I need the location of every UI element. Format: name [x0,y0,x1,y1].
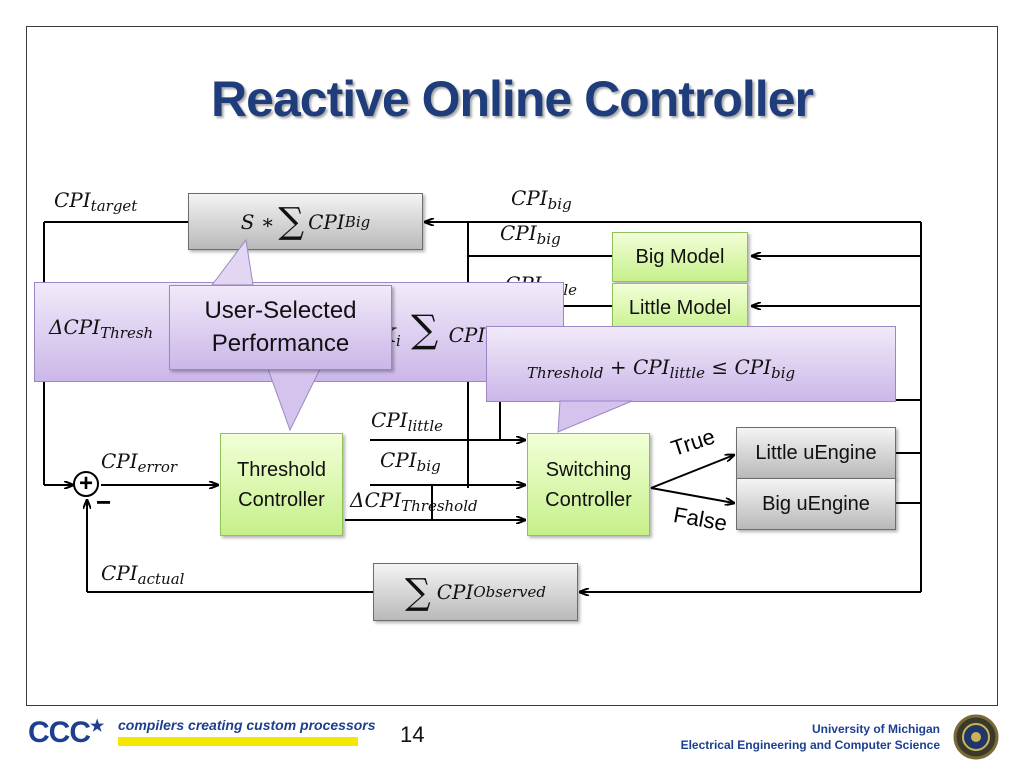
little-uengine-box: Little uEngine [736,427,896,479]
little-model-box: Little Model [612,283,748,333]
ccc-logo: CCC★ [28,716,104,749]
minus-sign: − [96,487,112,517]
slide-title: Reactive Online Controller [211,71,814,127]
page-number: 14 [400,722,425,747]
logo-star-icon: ★ [90,718,104,735]
big-model-box: Big Model [612,232,748,282]
sum-symbol: ∑ [278,201,305,242]
sum-symbol: ∑ [405,571,431,613]
label-cpi-big-top: CPIbig [511,186,572,213]
label-cpi-actual: CPIactual [101,561,185,588]
threshold-controller-box: Threshold Controller [220,433,343,536]
label-delta-cpi-threshold: ΔCPIThreshold [350,488,478,515]
label-cpi-little-switch: CPIlittle [371,408,443,435]
footer-tagline: compilers creating custom processors [118,717,376,733]
sum-symbol: ∑ [411,307,439,351]
arrow-true-branch [650,455,734,489]
tagline-bar [118,737,358,746]
footer-department: Electrical Engineering and Computer Scie… [680,738,940,752]
slide-frame [26,26,998,706]
plus-sign: + [78,470,93,497]
summing-junction: + [73,471,99,497]
label-cpi-big-switch: CPIbig [380,448,441,475]
label-cpi-error: CPIerror [101,449,178,476]
university-seal-icon [953,714,999,760]
footer-university: University of Michigan [811,722,940,736]
big-uengine-box: Big uEngine [736,478,896,530]
formula-lhs: ΔCPIThresh [49,315,154,342]
switching-controller-box: Switching Controller [527,433,650,536]
condition-text: Threshold + CPIlittle ≤ CPIbig [527,355,796,382]
user-selected-performance-callout: User-Selected Performance [169,285,392,370]
switch-condition-callout: Threshold + CPIlittle ≤ CPIbig [486,326,896,402]
arrow-false-branch [650,487,734,503]
label-cpi-target: CPItarget [54,188,138,215]
label-cpi-big-model-in: CPIbig [500,221,561,248]
